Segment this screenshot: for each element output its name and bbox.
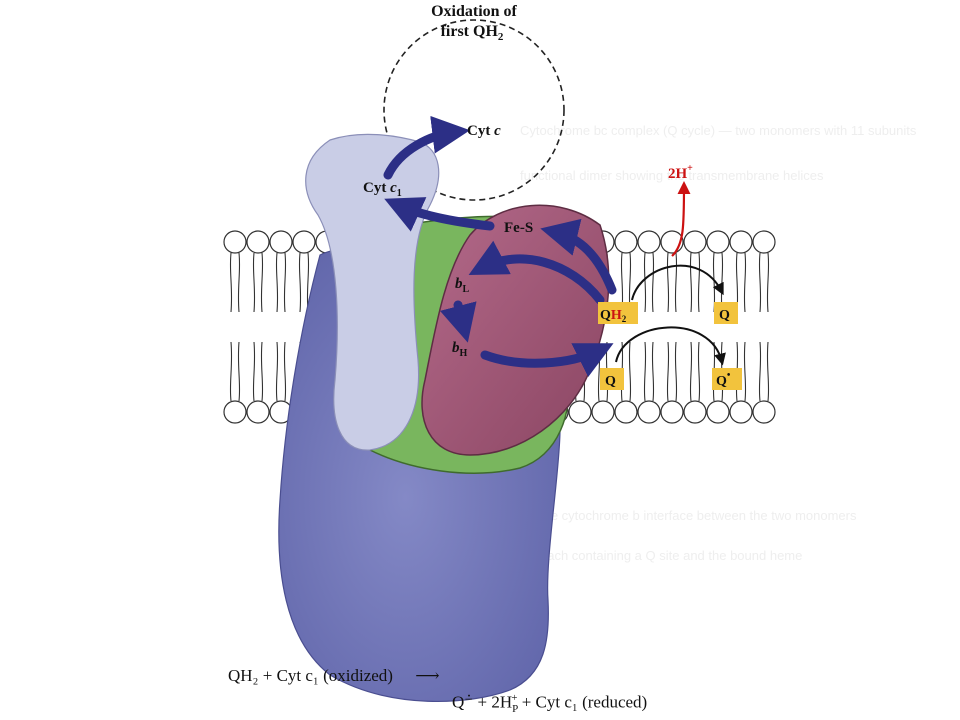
electron-arrows xyxy=(383,115,617,378)
black-arrows xyxy=(615,264,726,366)
lipid-tail xyxy=(666,341,678,402)
lipid-tail xyxy=(275,341,287,402)
label-b-l: bL xyxy=(455,276,470,295)
lipid-head xyxy=(752,400,776,424)
lipid-head xyxy=(660,400,684,424)
lipid-head xyxy=(683,400,707,424)
arrow-qh2-to-fes xyxy=(540,218,617,295)
lipid-head xyxy=(223,400,247,424)
label-2h-plus: 2H+ xyxy=(668,163,693,182)
label-q-top: Q xyxy=(719,308,730,323)
label-b-h: bH xyxy=(452,340,468,359)
title-line-2: first QH2 xyxy=(441,23,504,43)
arrow-fes-to-c1 xyxy=(384,197,495,232)
label-qh2: QH2 xyxy=(600,308,627,324)
svg-text:the cytochrome b interface bet: the cytochrome b interface between the t… xyxy=(540,508,857,523)
lipid-head xyxy=(752,230,776,254)
lipid-tail xyxy=(666,252,678,313)
oxidation-dashed-circle xyxy=(383,19,565,201)
lipid-tail xyxy=(298,252,310,313)
lipid-tail xyxy=(689,252,701,313)
lipid-tail xyxy=(252,252,264,313)
lipid-tail xyxy=(252,341,264,402)
arrow-c1-to-cytc xyxy=(383,115,471,180)
equation-reactants: QH₂ + Cyt c₁ (oxidized) xyxy=(228,666,393,685)
q-radical-box xyxy=(712,368,742,390)
lipid-head xyxy=(729,400,753,424)
q-top-box xyxy=(714,302,738,324)
equation-products-start: Q⁻̇ + 2H xyxy=(452,692,513,712)
label-cyt-c: Cyt c xyxy=(467,123,501,139)
lipid-tail xyxy=(689,341,701,402)
lipid-tail xyxy=(229,252,241,313)
lipid-head xyxy=(292,230,316,254)
lipid-head xyxy=(568,400,592,424)
lipid-tail xyxy=(643,252,655,313)
equation-line-2: Q⁻̇ + 2HP+ + Cyt c₁ (reduced) xyxy=(452,692,647,715)
arrow-qh2-to-q xyxy=(631,264,724,301)
lipid-head xyxy=(269,230,293,254)
lipid-head xyxy=(729,230,753,254)
equation-line-1: QH₂ + Cyt c₁ (oxidized) ⟶ xyxy=(228,666,440,686)
title-line-1: Oxidation of xyxy=(431,3,517,20)
label-q-bottom: Q xyxy=(605,374,616,389)
background-ghost-text: Cytochrome bc complex (Q cycle) — two mo… xyxy=(520,123,917,563)
lipid-head xyxy=(223,230,247,254)
lipid-head xyxy=(614,400,638,424)
label-cyt-c1: Cyt c1 xyxy=(363,180,402,199)
lipid-tail xyxy=(275,252,287,313)
equation-products-sub: P xyxy=(512,703,519,716)
lipid-tail xyxy=(758,252,770,313)
lipid-tail xyxy=(758,341,770,402)
equation-products-rest: + Cyt c₁ (reduced) xyxy=(517,692,648,712)
equation-arrow: ⟶ xyxy=(415,666,440,685)
lipid-tail xyxy=(643,341,655,402)
lipid-head xyxy=(683,230,707,254)
label-fe-s: Fe-S xyxy=(504,220,533,236)
arrow-bl-to-bh xyxy=(439,300,477,343)
svg-text:functional dimer showing the t: functional dimer showing the transmembra… xyxy=(520,168,824,183)
qh2-box xyxy=(598,302,638,324)
svg-text:Cytochrome bc complex (Q cycle: Cytochrome bc complex (Q cycle) — two mo… xyxy=(520,123,917,138)
lipid-head xyxy=(706,230,730,254)
arrow-bh-to-q xyxy=(480,343,614,378)
proton-release-arrow xyxy=(671,181,691,257)
arrow-qh2-to-bl xyxy=(468,240,605,305)
lipid-head xyxy=(637,400,661,424)
lipid-head xyxy=(246,230,270,254)
lipid-head xyxy=(637,230,661,254)
svg-text:each containing a Q site and t: each containing a Q site and the bound h… xyxy=(540,548,802,563)
lipid-tail xyxy=(229,341,241,402)
lipid-head xyxy=(614,230,638,254)
q-bottom-box xyxy=(600,368,624,390)
lipid-head xyxy=(591,400,615,424)
arrow-q-to-qradical xyxy=(615,326,726,366)
label-q-radical: Q• xyxy=(716,370,731,389)
lipid-head xyxy=(706,400,730,424)
lipid-head xyxy=(246,400,270,424)
equation-products-sup: + xyxy=(511,692,518,704)
